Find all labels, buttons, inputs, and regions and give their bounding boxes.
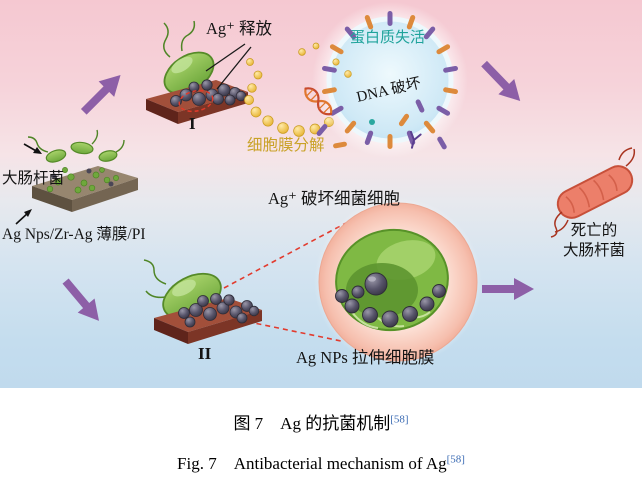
diagram-canvas: Ag⁺ 释放 I 蛋白质失活 DNA 破坏 细胞膜分解 大肠杆菌 Ag Nps/… xyxy=(0,0,642,388)
caption-en: Fig. 7 Antibacterial mechanism of Ag[58] xyxy=(0,449,642,474)
ions-inside-icon xyxy=(332,58,352,78)
caption-en-text: Fig. 7 Antibacterial mechanism of Ag xyxy=(177,454,447,473)
label-ag-release: Ag⁺ 释放 xyxy=(206,19,272,38)
arrow-up-right-icon xyxy=(76,67,129,120)
diagram-art xyxy=(15,2,636,366)
label-dead-ecoli-line1: 死亡的 xyxy=(570,222,618,239)
label-membrane-breakdown: 细胞膜分解 xyxy=(247,137,325,154)
caption-zh: 图 7 Ag 的抗菌机制[58] xyxy=(0,409,642,434)
label-stage-1: I xyxy=(189,114,196,133)
arrow-right-icon xyxy=(482,278,534,300)
zoom-nanoparticles-icon xyxy=(335,272,446,328)
stage1-assembly xyxy=(146,20,252,124)
label-ag-destroy-cell: Ag⁺ 破坏细菌细胞 xyxy=(268,189,400,208)
dead-bacterium-icon xyxy=(550,147,636,238)
arrow-down-right-left-icon xyxy=(57,274,108,328)
bacterial-cell xyxy=(304,2,468,158)
caption-en-ref: [58] xyxy=(446,453,465,466)
small-bacteria-icon xyxy=(27,129,125,163)
label-stage-2: II xyxy=(198,344,212,363)
caption-zh-ref: [58] xyxy=(390,413,409,426)
antibody-icon xyxy=(409,130,422,149)
label-ag-stretch-membrane: Ag NPs 拉伸细胞膜 xyxy=(296,348,435,367)
flagella-icon xyxy=(163,20,196,58)
label-ecoli: 大肠杆菌 xyxy=(2,170,65,187)
nanoparticles-icon xyxy=(170,79,247,107)
dead-flagella-icon xyxy=(550,147,636,238)
pointer-arrows-icon xyxy=(15,143,42,225)
flagella-icon xyxy=(143,259,167,299)
arrow-down-right-top-icon xyxy=(476,56,529,109)
highlight-dashed-ellipse-icon xyxy=(178,89,214,113)
callout-lines-icon xyxy=(205,43,252,90)
nanoparticles-icon xyxy=(178,293,260,328)
caption-zh-text: 图 7 Ag 的抗菌机制 xyxy=(233,414,391,433)
label-protein-inactivation: 蛋白质失活 xyxy=(350,30,426,46)
ecoli-sample xyxy=(15,129,138,225)
zoom-circle xyxy=(314,198,482,366)
stage2-assembly xyxy=(143,259,262,344)
label-dead-ecoli-line2: 大肠杆菌 xyxy=(562,242,625,259)
label-film: Ag Nps/Zr-Ag 薄膜/PI xyxy=(2,226,146,243)
dna-icon xyxy=(304,87,333,116)
figure-captions: 图 7 Ag 的抗菌机制[58] Fig. 7 Antibacterial me… xyxy=(0,388,642,474)
